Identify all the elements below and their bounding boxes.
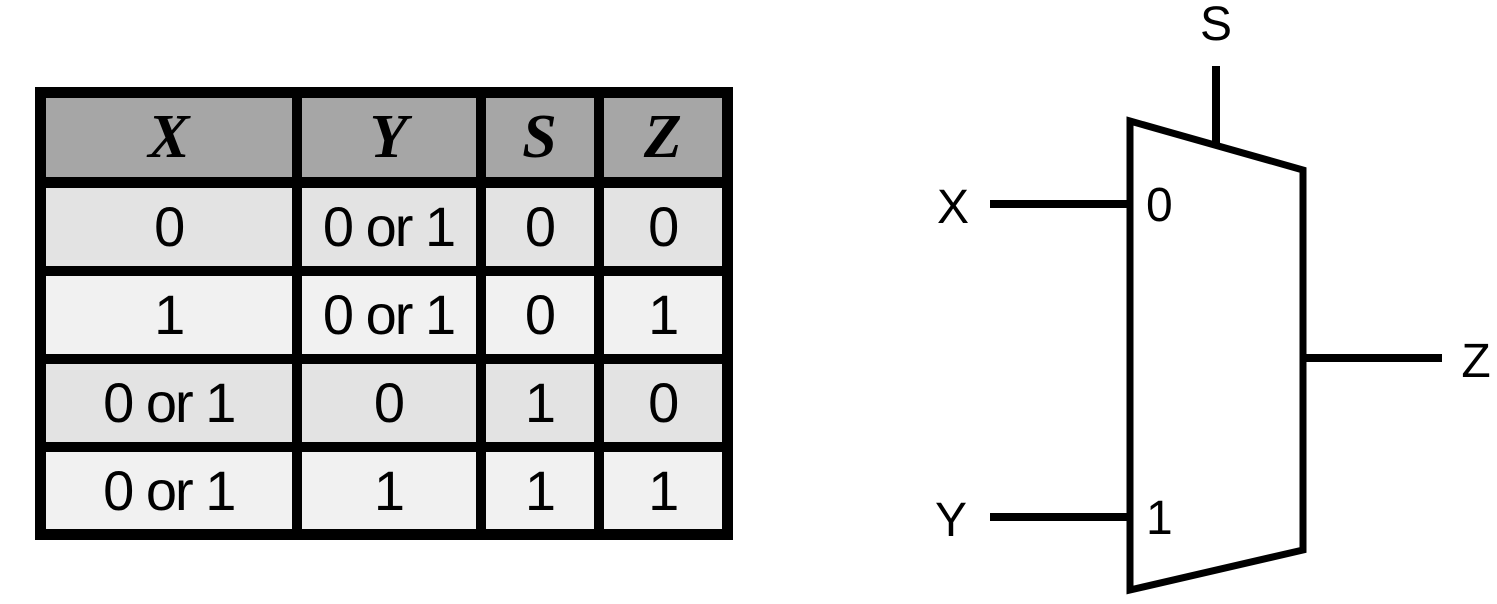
table-cell: 1 <box>475 441 604 540</box>
table-cell: 0 <box>35 177 302 276</box>
truth-table-header-row: X Y S Z <box>35 87 733 188</box>
table-cell: 0 <box>291 353 486 452</box>
table-cell: 1 <box>593 441 733 540</box>
table-cell: 0 <box>593 177 733 276</box>
table-row: 0 or 1 0 1 0 <box>35 353 733 452</box>
port-0-label: 0 <box>1146 179 1173 232</box>
table-row: 1 0 or 1 0 1 <box>35 265 733 364</box>
table-row: 0 0 or 1 0 0 <box>35 177 733 276</box>
select-label: S <box>1200 0 1232 51</box>
table-cell: 1 <box>593 265 733 364</box>
table-cell: 1 <box>291 441 486 540</box>
table-cell: 0 or 1 <box>35 353 302 452</box>
table-cell: 1 <box>35 265 302 364</box>
table-cell: 0 or 1 <box>35 441 302 540</box>
output-z-label: Z <box>1461 335 1490 388</box>
table-cell: 0 <box>475 265 604 364</box>
truth-table-header-x: X <box>35 87 302 188</box>
table-cell: 0 or 1 <box>291 177 486 276</box>
truth-table-header-y: Y <box>291 87 486 188</box>
input-y-label: Y <box>935 494 967 547</box>
table-row: 0 or 1 1 1 1 <box>35 441 733 540</box>
table-cell: 0 <box>593 353 733 452</box>
truth-table-header-z: Z <box>593 87 733 188</box>
input-x-label: X <box>937 181 969 234</box>
truth-table: X Y S Z 0 0 or 1 0 0 1 0 or 1 0 1 0 or 1… <box>35 87 733 540</box>
mux-body <box>1126 116 1307 595</box>
table-cell: 1 <box>475 353 604 452</box>
truth-table-header-s: S <box>475 87 604 188</box>
port-1-label: 1 <box>1146 492 1173 545</box>
table-cell: 0 <box>475 177 604 276</box>
table-cell: 0 or 1 <box>291 265 486 364</box>
